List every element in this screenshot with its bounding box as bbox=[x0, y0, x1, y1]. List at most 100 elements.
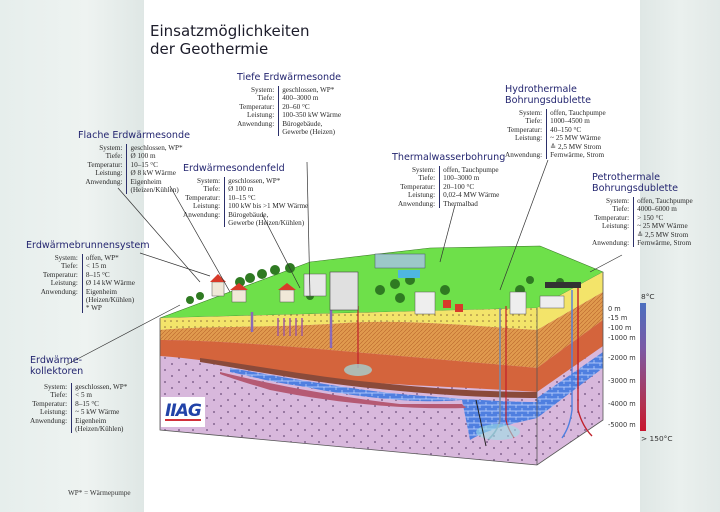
value: 100 kW bis >1 MW Wärme bbox=[224, 202, 308, 211]
label: Temperatur: bbox=[87, 160, 123, 169]
value: offen, Tauchpumpe bbox=[633, 197, 693, 206]
value: Eigenheim bbox=[81, 287, 150, 297]
value: Ø 8 kW Wärme bbox=[126, 169, 190, 178]
label: Tiefe: bbox=[418, 174, 436, 183]
info-flache-erdwaermesonde: Flache Erdwärmesonde System:geschlossen,… bbox=[78, 130, 190, 195]
value: 100–3000 m bbox=[439, 174, 505, 183]
label: System: bbox=[43, 383, 68, 391]
label: Anwendung: bbox=[592, 239, 630, 248]
value: ~ 25 MW Wärme bbox=[546, 134, 606, 143]
value: 8–15 °C bbox=[81, 270, 150, 280]
depth-label: -4000 m bbox=[608, 400, 636, 408]
value: offen, WP* bbox=[81, 254, 150, 263]
heading: Erdwärme-kollektoren bbox=[30, 355, 84, 377]
value: * WP bbox=[81, 304, 150, 313]
iiag-logo: IIAG bbox=[161, 397, 205, 427]
label: Leistung: bbox=[407, 191, 436, 200]
value: < 15 m bbox=[81, 262, 150, 271]
label: Anwendung: bbox=[237, 119, 275, 128]
temperature-gradient-bar bbox=[640, 303, 646, 431]
value: ≙ 2,5 MW Strom bbox=[633, 230, 693, 240]
label: System: bbox=[196, 177, 221, 185]
heading: Erdwärmesondenfeld bbox=[183, 163, 285, 174]
temperature-top-label: 8°C bbox=[641, 292, 655, 301]
value: Eigenheim bbox=[71, 416, 127, 426]
label: Leistung: bbox=[95, 169, 123, 178]
label: System: bbox=[411, 166, 436, 174]
value: Bürogebäude, bbox=[224, 210, 308, 220]
value: Bürogebäude, bbox=[278, 119, 341, 129]
label: Anwendung: bbox=[397, 199, 436, 208]
label: System: bbox=[518, 109, 543, 117]
label: Tiefe: bbox=[525, 117, 543, 126]
value: 100-350 kW Wärme bbox=[278, 111, 341, 120]
value: (Heizen/Kühlen) bbox=[71, 425, 127, 434]
label: Temperatur: bbox=[400, 182, 436, 191]
info-erdwaermebrunnensystem: Erdwärmebrunnensystem System:offen, WP* … bbox=[26, 240, 150, 313]
heading: Tiefe Erdwärmesonde bbox=[237, 72, 342, 83]
label: Tiefe: bbox=[50, 391, 68, 400]
value: Fernwärme, Strom bbox=[633, 239, 693, 248]
value: 40–150 °C bbox=[546, 125, 606, 135]
value: 4000–6000 m bbox=[633, 205, 693, 214]
value: 10–15 °C bbox=[126, 160, 190, 170]
logo-text: IIAG bbox=[165, 401, 202, 421]
depth-label: 0 m bbox=[608, 305, 621, 313]
depth-label: -100 m bbox=[608, 324, 632, 332]
value: 0,02-4 MW Wärme bbox=[439, 191, 505, 200]
value: (Heizen/Kühlen) bbox=[126, 186, 190, 195]
right-panel-background bbox=[640, 0, 720, 512]
label: Temperatur: bbox=[32, 399, 68, 408]
label: Temperatur: bbox=[594, 213, 630, 222]
info-erdwaermesondenfeld: Erdwärmesondenfeld System:geschlossen, W… bbox=[183, 163, 308, 228]
label: Temperatur: bbox=[239, 102, 275, 111]
heading: Thermalwasserbohrung bbox=[392, 152, 506, 163]
label: Leistung: bbox=[50, 279, 78, 288]
title-line-1: Einsatzmöglichkeiten bbox=[150, 22, 310, 40]
buildings bbox=[210, 253, 581, 315]
value: < 5 m bbox=[71, 391, 127, 400]
value: Fernwärme, Strom bbox=[546, 151, 606, 160]
info-tiefe-erdwaermesonde: Tiefe Erdwärmesonde System:geschlossen, … bbox=[237, 72, 342, 137]
value: geschlossen, WP* bbox=[278, 86, 341, 95]
label: Temperatur: bbox=[507, 125, 543, 134]
callout-lines bbox=[65, 159, 623, 366]
depth-label: -2000 m bbox=[608, 354, 636, 362]
value: Ø 100 m bbox=[126, 152, 190, 161]
label: System: bbox=[605, 197, 630, 205]
label: Anwendung: bbox=[40, 287, 78, 296]
label: System: bbox=[251, 86, 275, 94]
label: Tiefe: bbox=[60, 262, 78, 271]
value: geschlossen, WP* bbox=[71, 383, 127, 392]
title-line-2: der Geothermie bbox=[150, 40, 269, 58]
info-thermalwasserbohrung: Thermalwasserbohrung System:offen, Tauch… bbox=[392, 152, 506, 209]
value: Gewerbe (Heizen/Kühlen) bbox=[224, 219, 308, 228]
label: Temperatur: bbox=[185, 193, 221, 202]
label: Temperatur: bbox=[42, 270, 78, 279]
label: Leistung: bbox=[601, 222, 630, 231]
value: 400–3000 m bbox=[278, 94, 341, 103]
label: Tiefe: bbox=[203, 185, 221, 194]
value: ≙ 2,5 MW Strom bbox=[546, 142, 606, 152]
label: Tiefe: bbox=[105, 152, 123, 161]
heading: Flache Erdwärmesonde bbox=[78, 130, 190, 141]
value: Gewerbe (Heizen) bbox=[278, 128, 341, 137]
value: ~ 25 MW Wärme bbox=[633, 222, 693, 231]
label: Anwendung: bbox=[183, 210, 221, 219]
value: 8–15 °C bbox=[71, 399, 127, 409]
value: ~ 5 kW Wärme bbox=[71, 408, 127, 417]
value: geschlossen, WP* bbox=[126, 144, 190, 153]
value: 1000–4500 m bbox=[546, 117, 606, 126]
depth-label: -5000 m bbox=[608, 421, 636, 429]
label: Anwendung: bbox=[505, 151, 543, 160]
label: Leistung: bbox=[247, 111, 275, 120]
label: System: bbox=[54, 254, 78, 262]
depth-label: -1000 m bbox=[608, 334, 636, 342]
value: (Heizen/Kühlen) bbox=[81, 296, 150, 305]
info-erdwaermekollektoren: Erdwärme-kollektoren System:geschlossen,… bbox=[30, 355, 127, 434]
